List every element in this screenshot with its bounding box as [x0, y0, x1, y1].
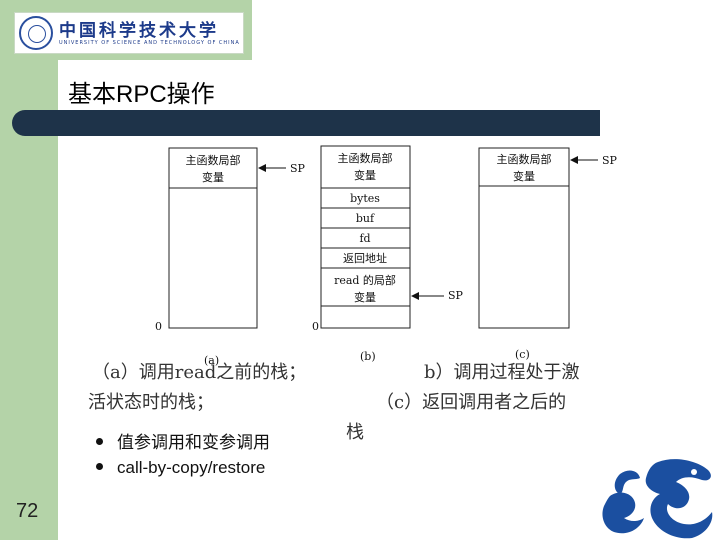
stack-b-fd: fd	[359, 232, 370, 245]
caption-c-label: (c)	[515, 348, 530, 361]
university-seal-icon	[19, 16, 53, 50]
bullet-item: 值参调用和变参调用	[96, 428, 270, 453]
dragon-logo-icon	[602, 459, 713, 539]
stack-c-top-line1: 主函数局部	[497, 152, 552, 166]
logo-chinese-name: 中国科学技术大学	[59, 21, 219, 41]
caption-line2-right: （c）返回调用者之后的	[376, 392, 567, 413]
stack-a-zero-label: 0	[155, 320, 162, 333]
stack-c-top-line2: 变量	[513, 169, 535, 183]
caption-line1-right: b）调用过程处于激	[424, 362, 580, 383]
stack-a-frame	[168, 147, 258, 329]
bullet-text: 值参调用和变参调用	[117, 433, 270, 452]
stack-a-top-line1: 主函数局部	[186, 153, 241, 167]
stack-b-read-local-line1: read 的局部	[334, 273, 396, 287]
stack-b-zero-label: 0	[312, 320, 319, 333]
caption-line3: 栈	[346, 422, 364, 443]
stack-a: 主函数局部 变量 SP 0	[155, 147, 306, 333]
bullet-dot-icon	[96, 438, 103, 446]
stack-b-bytes: bytes	[350, 192, 380, 205]
stack-b-read-local-line2: 变量	[354, 290, 376, 304]
bullet-dot-icon	[96, 463, 103, 471]
stack-b-main-line1: 主函数局部	[338, 151, 393, 165]
title-underline-bar	[12, 110, 600, 136]
bullet-text: call-by-copy/restore	[117, 458, 266, 477]
logo-english-name: UNIVERSITY OF SCIENCE AND TECHNOLOGY OF …	[59, 40, 240, 46]
stack-b-main-line2: 变量	[354, 168, 376, 182]
caption-a-label: (a)	[204, 354, 219, 367]
stack-diagram: 主函数局部 变量 SP 0 主函数局部 变量 bytes buf fd 返回地址…	[155, 145, 618, 367]
stack-a-sp-label: SP	[290, 162, 306, 175]
caption-line2-left: 活状态时的栈；	[88, 392, 214, 413]
stack-c: 主函数局部 变量 SP	[478, 147, 618, 329]
stack-b-frame	[320, 145, 411, 329]
stack-b-return-address: 返回地址	[343, 251, 387, 265]
stack-b-buf: buf	[356, 212, 375, 225]
caption-b-label: (b)	[360, 350, 376, 363]
left-sidebar	[0, 0, 58, 540]
stack-c-sp-label: SP	[602, 154, 618, 167]
stack-b-sp-label: SP	[448, 289, 464, 302]
university-logo: 中国科学技术大学 UNIVERSITY OF SCIENCE AND TECHN…	[14, 12, 244, 54]
slide-title: 基本RPC操作	[68, 81, 215, 108]
stack-a-top-line2: 变量	[202, 170, 224, 184]
stack-b: 主函数局部 变量 bytes buf fd 返回地址 read 的局部 变量 S…	[312, 145, 464, 333]
caption-line1-left: （a）调用read之前的栈；	[92, 362, 307, 383]
bullet-item: call-by-copy/restore	[96, 458, 265, 478]
page-number: 72	[16, 500, 39, 522]
stack-c-frame	[478, 147, 570, 329]
